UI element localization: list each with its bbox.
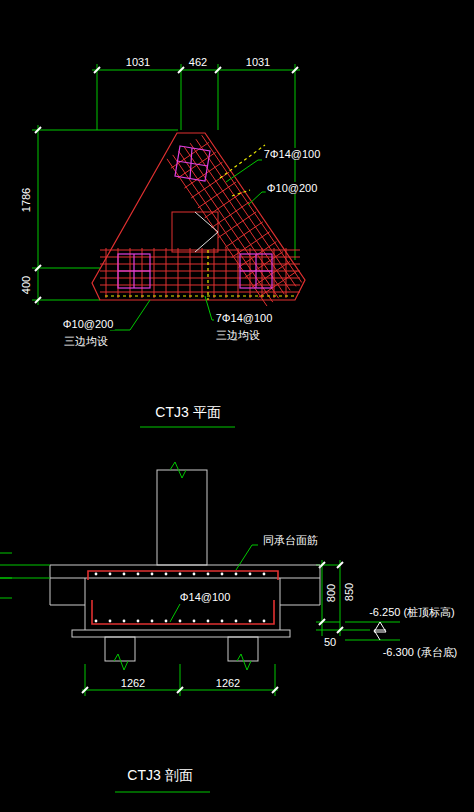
bar-dots [95,573,266,623]
rebar-line [100,271,300,272]
dimension-label: -6.300 (承台底) [382,646,459,658]
dimension-label: Φ10@200 [266,182,319,194]
rebar-line [196,139,296,286]
bar-dot [221,620,224,623]
dimension-label: 同承台面筋 [262,534,319,546]
rebar-grid [100,135,302,306]
bar-dot [235,620,238,623]
rebar-line [259,271,297,297]
bar-dot [123,620,126,623]
dimension-label: -6.250 (桩顶标高) [368,606,456,618]
rebar-line [178,152,216,178]
bar-dot [151,573,154,576]
dimension-label: 1262 [215,677,241,689]
view-title: CTJ3 平面 [154,405,221,420]
dimension-label: 400 [20,275,32,295]
piles [118,146,272,288]
bar-dot [95,573,98,576]
bar-dot [249,573,252,576]
pile-cap-section [0,462,400,670]
bar-dot [193,620,196,623]
dimension-label: 50 [323,636,337,648]
rebar-line [225,222,263,248]
bar-dot [151,620,154,623]
rebar-line [173,155,273,302]
rebar-line [154,248,155,298]
rebar-line [238,248,239,298]
bar-marks [105,145,295,300]
rebar-line [226,248,227,298]
bar-dot [165,573,168,576]
rebar-line [179,151,279,298]
dimension-label: 1031 [125,56,151,68]
rebar-line [245,252,283,278]
bar-dot [193,573,196,576]
bar-dot [123,573,126,576]
bar-dot [179,620,182,623]
dimension-label: 7Φ14@100 [215,312,274,324]
bar-dot [137,620,140,623]
section-leaders [170,545,400,640]
rebar-line [184,147,284,294]
bar-dot [179,573,182,576]
dimension-label: 1262 [120,677,146,689]
dimension-label: 7Φ14@100 [263,148,322,160]
bar-dot [249,620,252,623]
dimension-label: 462 [188,56,208,68]
pile-cap-plan [92,133,305,330]
dimension-label: 三边均设 [215,329,261,341]
elevation-marks [374,622,386,640]
rebar-line [218,212,256,238]
rebar-line [214,248,215,298]
rebar-line [142,248,143,298]
rebar-line [167,159,267,306]
bar-dot [263,573,266,576]
bar-dot [165,620,168,623]
rebar-line [191,172,229,198]
rebar-line [106,248,107,298]
leader-lines [110,160,266,330]
rebar-line [198,182,236,208]
rebar-line [190,248,191,298]
bar-dot [207,620,210,623]
view-title: CTJ3 剖面 [126,768,193,783]
rebar-line [252,261,290,287]
dimension-label: 1786 [20,187,32,213]
concrete-outline [0,462,320,670]
column [172,212,218,252]
dimension-ticks [35,67,343,693]
rebar-line [178,248,179,298]
bar-dot [207,573,210,576]
rebar-line [130,248,131,298]
dimension-lines [0,64,370,792]
section-rebar [88,571,278,624]
bar-dot [109,573,112,576]
bar-dot [95,620,98,623]
rebar-line [166,248,167,298]
dimension-label: 850 [343,582,355,602]
bar-dot [221,573,224,576]
bar-dot [263,620,266,623]
dimension-label: Φ10@200 [62,318,115,330]
dimension-label: 三边均设 [63,335,109,347]
dimension-label: 800 [325,583,337,603]
dimension-label: 1031 [245,56,271,68]
dimension-label: Φ14@100 [179,591,232,603]
bar-dot [235,573,238,576]
rebar-line [211,202,249,228]
rebar-line [205,192,243,218]
bar-dot [137,573,140,576]
bar-dot [109,620,112,623]
rebar-line [202,248,203,298]
